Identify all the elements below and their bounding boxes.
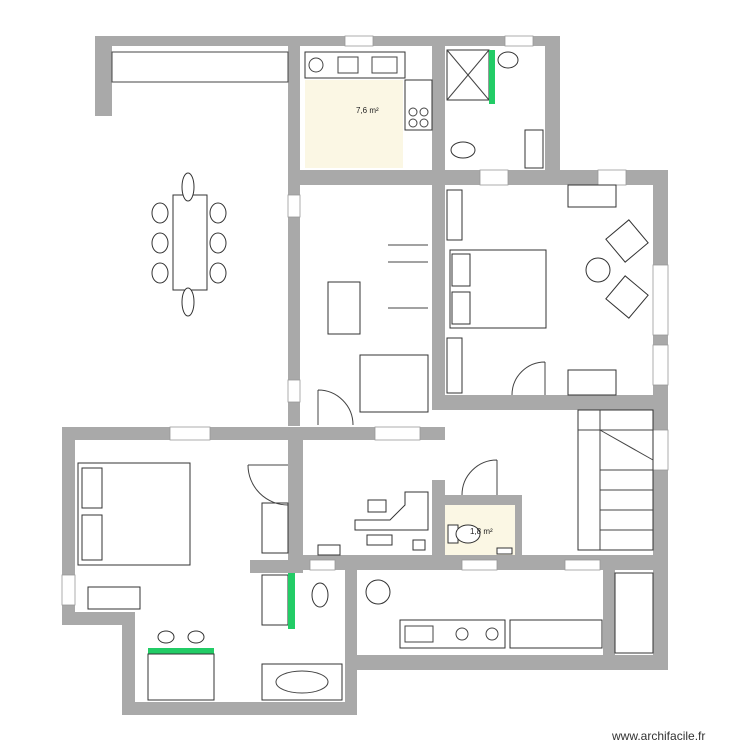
bathroom-fixtures — [446, 49, 544, 169]
windows — [61, 35, 669, 606]
kitchen-bottom-fixtures — [365, 572, 654, 654]
hall-furniture — [317, 459, 498, 556]
kitchen-area-fill — [305, 80, 403, 168]
living-furniture — [317, 244, 429, 426]
dining-table — [151, 172, 227, 317]
wc-area-label: 1,8 m² — [470, 527, 493, 536]
kitchen-area-label: 7,6 m² — [356, 106, 379, 115]
watermark: www.archifacile.fr — [611, 729, 705, 743]
left-bedroom-furniture — [77, 462, 343, 701]
terrace-outline — [111, 51, 289, 83]
kitchen-fixtures — [304, 51, 433, 131]
staircase — [577, 409, 654, 551]
wc-fixtures — [447, 524, 513, 555]
right-bedroom-furniture — [446, 184, 649, 396]
